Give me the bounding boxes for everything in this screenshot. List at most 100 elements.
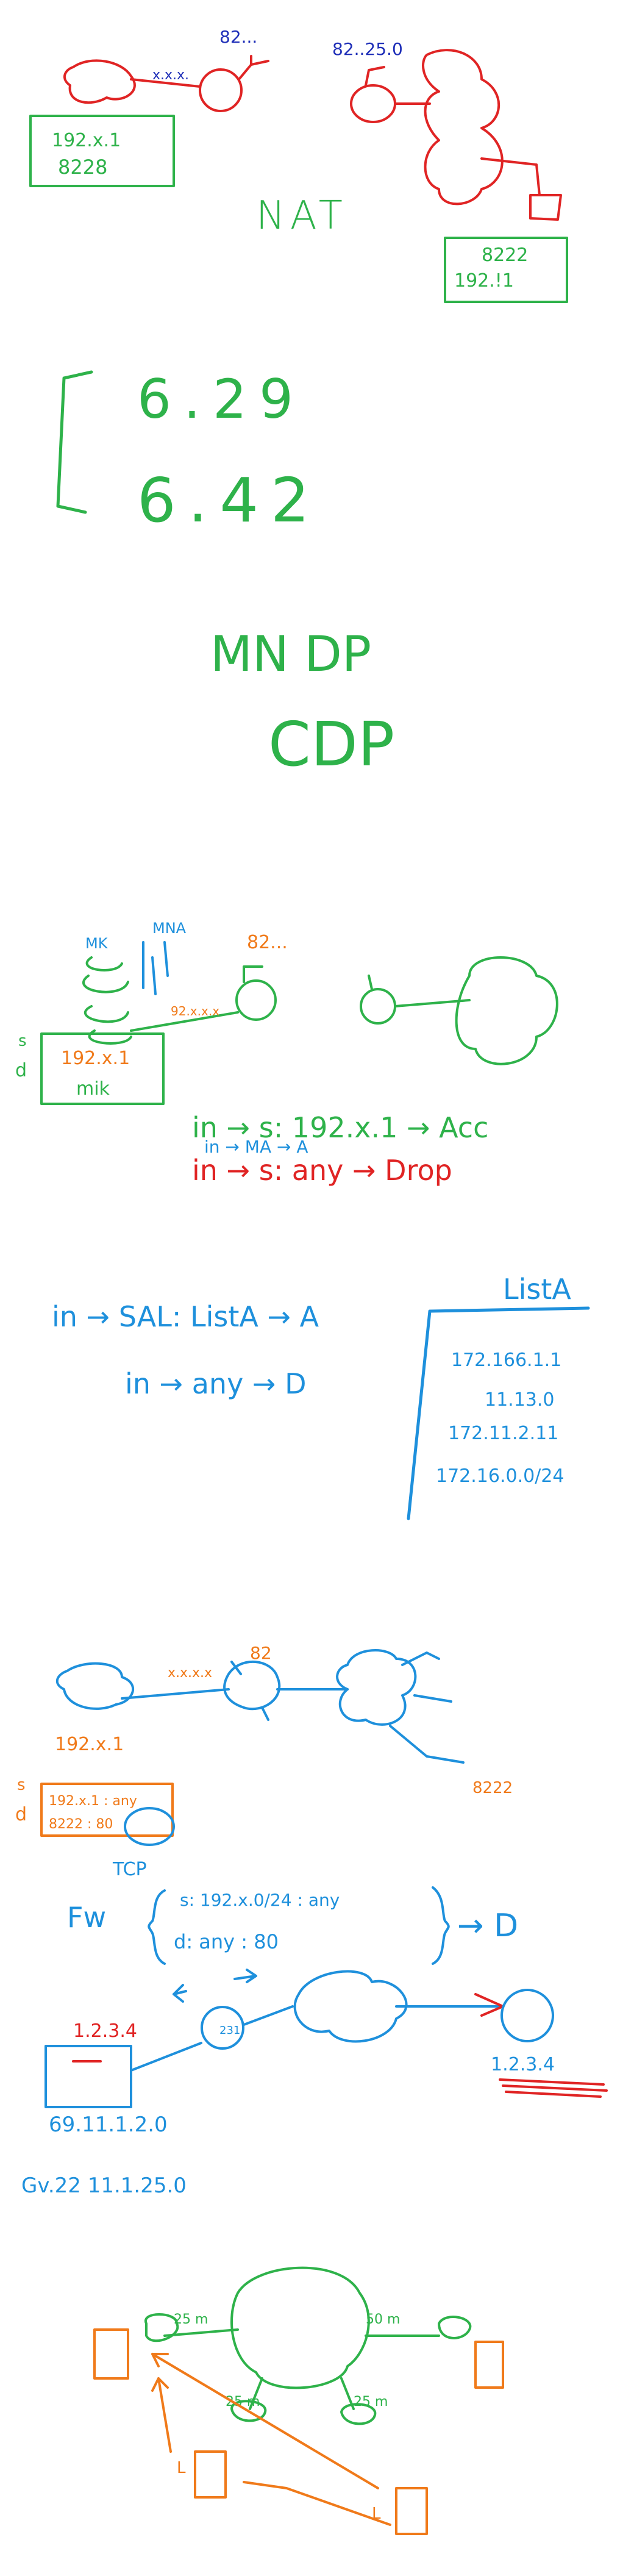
version-2: 6.42 xyxy=(137,465,322,536)
host-right-ip: 192.!1 xyxy=(454,270,514,292)
router-label: 231 xyxy=(219,2024,240,2037)
rule-2: in → any → D xyxy=(125,1367,307,1400)
condition-1: s: 192.x.0/24 : any xyxy=(180,1890,340,1910)
list-item: 172.11.2.11 xyxy=(448,1423,558,1444)
version-list: 6.29 6.42 xyxy=(56,368,322,536)
mk-label: MK xyxy=(85,935,109,952)
router-right-icon xyxy=(350,84,396,123)
link-right-down xyxy=(480,157,541,196)
server-ip: 1.2.3.4 xyxy=(73,2020,137,2042)
version-1: 6.29 xyxy=(137,368,305,431)
session-row-2: 8222 : 80 xyxy=(49,1817,113,1832)
list-bracket xyxy=(407,1306,590,1520)
link-to-router xyxy=(130,1011,239,1032)
orange-arrow-1 xyxy=(151,2353,379,2489)
rule-1: in → SAL: ListA → A xyxy=(52,1300,319,1333)
router-arrows xyxy=(230,1661,269,1721)
branch-router-bottom-right xyxy=(340,2403,377,2425)
close-brace xyxy=(432,1886,450,1965)
protocol-list: MN DP CDP xyxy=(210,626,394,780)
link-left xyxy=(121,1688,230,1700)
nat-diagram: x.x.x. 82... 82..25.0 192.x.1 8228 8222 … xyxy=(29,27,568,303)
arrow-right xyxy=(233,1969,257,1983)
site-box-left xyxy=(93,2328,129,2380)
dstnat-diagram: 1.2.3.4 231 1.2.3.4 69.11.1.2.0 Gv.22 11… xyxy=(21,1969,608,2198)
stack-icon xyxy=(82,956,132,1045)
dest-label: 8222 xyxy=(472,1779,513,1797)
protocol-1: MN DP xyxy=(210,626,371,682)
s-label: s xyxy=(17,1776,26,1794)
host-ip: 192.x.1 xyxy=(55,1734,124,1755)
link-label: x.x.x.x xyxy=(168,1665,212,1681)
s-label: s xyxy=(18,1032,27,1050)
d-label: d xyxy=(15,1804,27,1825)
dest-ip: 1.2.3.4 xyxy=(491,2054,555,2075)
address-list-rules: in → SAL: ListA → A in → any → D ListA 1… xyxy=(52,1273,590,1520)
dest-host-icon xyxy=(500,1989,554,2042)
orange-arrow-3 xyxy=(151,2377,172,2453)
port-highlight xyxy=(124,1807,175,1846)
list-item: 172.16.0.0/24 xyxy=(436,1465,565,1487)
remote-host-icon xyxy=(529,194,562,221)
branch-router-left xyxy=(144,2313,179,2342)
branch-router-bottom-left xyxy=(230,2400,267,2422)
dest-arrow xyxy=(474,1993,504,2017)
host-left-ip: 192.x.1 xyxy=(52,130,121,151)
rule-2: in → s: any → Drop xyxy=(192,1154,452,1187)
site-box-middle xyxy=(194,2450,227,2499)
l-label-1: L xyxy=(177,2459,186,2477)
public-ip-2: Gv.22 11.1.25.0 xyxy=(21,2174,187,2198)
firewall-rule: Fw s: 192.x.0/24 : any d: any : 80 → D xyxy=(67,1886,518,1965)
router-right-antenna xyxy=(365,66,385,87)
host-left-box xyxy=(29,115,175,187)
tcp-diagram: x.x.x.x 82 8222 192.x.1 s d 192.x.1 : an… xyxy=(15,1643,513,1880)
host-left-port: 8228 xyxy=(58,156,107,179)
host-name: mik xyxy=(76,1078,110,1100)
underline-scribble xyxy=(499,2078,608,2098)
server-icon xyxy=(45,2045,132,2108)
router-right-antenna xyxy=(368,975,373,990)
internet-cloud-icon xyxy=(336,1649,417,1726)
fw-prefix: Fw xyxy=(67,1901,106,1934)
link-to-cloud xyxy=(394,999,471,1007)
branch-link-left xyxy=(163,2328,239,2337)
router-left-icon xyxy=(199,68,243,112)
router-antenna xyxy=(243,965,263,983)
list-item: 172.166.1.1 xyxy=(451,1350,561,1371)
branch-router-right xyxy=(438,2316,472,2339)
host-ip: 192.x.1 xyxy=(61,1048,130,1069)
bracket xyxy=(56,370,93,514)
bw-label-2: 50 m xyxy=(366,2312,400,2327)
router-left-label: 82... xyxy=(219,27,257,47)
open-brace xyxy=(148,1889,166,1965)
proto-label: TCP xyxy=(112,1859,147,1880)
host-right-box xyxy=(444,237,568,303)
condition-2: d: any : 80 xyxy=(174,1930,279,1953)
cloud-icon xyxy=(455,956,558,1065)
orange-arrow-2 xyxy=(243,2481,391,2526)
mna-label: MNA xyxy=(152,920,187,937)
d-label: d xyxy=(15,1060,27,1081)
left-cloud-icon xyxy=(63,59,136,104)
bw-label-1: 25 m xyxy=(174,2312,208,2327)
cloud-exits xyxy=(389,1651,465,1764)
router-icon xyxy=(201,2006,244,2050)
router-left-antenna xyxy=(238,55,269,80)
router-icon xyxy=(223,1660,281,1711)
core-cloud-icon xyxy=(230,2266,370,2389)
nat-caption: NAT xyxy=(256,193,347,238)
router-label: 82 xyxy=(250,1643,272,1663)
internet-cloud-icon xyxy=(422,49,504,206)
link-label: 92.x.x.x xyxy=(171,1004,219,1018)
site-box-bottom xyxy=(395,2487,428,2535)
list-title: ListA xyxy=(503,1273,571,1306)
filter-rules: in → s: 192.x.1 → Acc in → MA → A in → s… xyxy=(192,1111,488,1187)
link-left xyxy=(130,78,201,88)
link-label: x.x.x. xyxy=(152,68,189,83)
rule-1: in → s: 192.x.1 → Acc xyxy=(192,1111,488,1144)
router-right-icon xyxy=(360,988,396,1025)
bandwidth-diagram: 25 m 50 m 25 m 25 m L L xyxy=(93,2266,504,2535)
list-item: 11.13.0 xyxy=(485,1389,555,1411)
site-box-right xyxy=(474,2341,504,2389)
fw-action: → D xyxy=(457,1908,518,1944)
